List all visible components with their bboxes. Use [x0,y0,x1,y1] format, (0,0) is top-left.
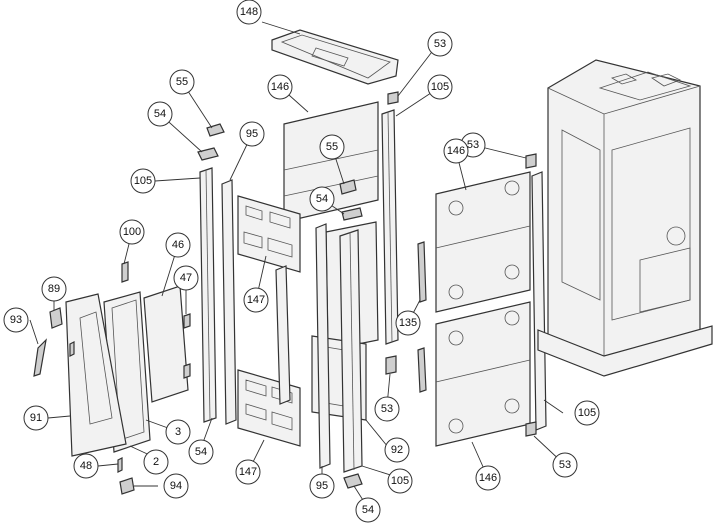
profile-105-left [199,167,217,423]
glass-46 [143,285,189,403]
svg-text:54: 54 [362,504,374,516]
svg-text:135: 135 [399,317,417,329]
callout-46: 46 [165,232,191,258]
callout-54: 54 [309,186,335,212]
callout-53: 53 [374,396,400,422]
screw-48 [117,457,123,473]
svg-text:53: 53 [434,38,446,50]
callout-105: 105 [130,168,156,194]
callout-53: 53 [427,31,453,57]
svg-text:3: 3 [175,426,181,438]
svg-text:46: 46 [172,239,184,251]
leader-lines [29,21,566,509]
callout-93: 93 [3,307,29,333]
svg-text:105: 105 [578,407,596,419]
callout-147: 147 [235,459,261,485]
callout-135: 135 [395,310,421,336]
svg-text:148: 148 [240,6,258,18]
profile-105-right [381,109,399,345]
svg-text:105: 105 [134,175,152,187]
svg-text:54: 54 [195,446,207,458]
svg-text:54: 54 [154,108,166,120]
callout-95: 95 [309,473,335,499]
catch-94 [119,477,135,495]
door-91 [65,293,127,457]
callout-53: 53 [552,452,578,478]
side-panel-147-lower [237,369,301,447]
svg-text:95: 95 [246,128,258,140]
side-panel-146-upper [435,171,531,313]
callout-54: 54 [355,497,381,523]
callout-89: 89 [41,276,67,302]
callout-92: 92 [384,437,410,463]
stove-body [537,59,713,377]
callout-55: 55 [169,69,195,95]
bracket-55-upper [206,123,225,137]
svg-text:147: 147 [247,294,265,306]
profile-95-right [315,223,331,469]
callout-55: 55 [319,134,345,160]
latch-89 [49,307,63,329]
svg-text:55: 55 [176,76,188,88]
svg-text:53: 53 [559,459,571,471]
bracket-54-upper [197,147,219,161]
top-cover-part [271,29,399,85]
clip-47 [183,313,191,379]
svg-text:53: 53 [467,139,479,151]
callout-2: 2 [143,449,169,475]
clip-53-upper-right [525,153,537,169]
svg-text:95: 95 [316,480,328,492]
callout-47: 47 [173,265,199,291]
svg-text:48: 48 [80,460,92,472]
callout-148: 148 [236,0,262,25]
back-panel-146 [283,101,379,223]
svg-text:91: 91 [30,412,42,424]
bracket-54-middle [341,207,363,221]
clip-53-top [387,91,399,105]
callout-48: 48 [73,453,99,479]
callout-91: 91 [23,405,49,431]
callout-105: 105 [427,74,453,100]
clip-53-lower-right [525,421,537,437]
pin-100 [121,261,129,283]
callout-3: 3 [165,419,191,445]
callout-54: 54 [147,101,173,127]
callout-100: 100 [119,219,145,245]
svg-text:53: 53 [381,403,393,415]
svg-text:146: 146 [447,145,465,157]
callout-94: 94 [163,473,189,499]
callout-105: 105 [574,400,600,426]
hinge-135 [417,241,427,393]
svg-text:55: 55 [326,141,338,153]
svg-text:105: 105 [431,81,449,93]
callout-146: 146 [443,138,469,164]
svg-text:54: 54 [316,193,328,205]
callout-95: 95 [239,121,265,147]
handle-93 [33,338,47,377]
callout-105: 105 [387,468,413,494]
svg-text:92: 92 [391,444,403,456]
clip-53-center [385,355,397,375]
bracket-54-bottom [343,473,363,489]
side-panel-146-lower [435,301,531,447]
side-panel-147-upper [237,195,301,273]
svg-text:89: 89 [48,283,60,295]
profile-105-center [339,229,363,473]
svg-text:47: 47 [180,272,192,284]
profile-95-left [221,179,237,425]
svg-text:146: 146 [479,472,497,484]
svg-text:146: 146 [271,81,289,93]
callout-54: 54 [188,439,214,465]
callout-146: 146 [475,465,501,491]
svg-text:147: 147 [239,466,257,478]
callout-147: 147 [243,287,269,313]
callout-146: 146 [267,74,293,100]
profile-105-far-right [531,171,547,431]
svg-text:94: 94 [170,480,182,492]
svg-text:100: 100 [123,226,141,238]
svg-text:105: 105 [391,475,409,487]
svg-text:2: 2 [153,456,159,468]
svg-text:93: 93 [10,314,22,326]
